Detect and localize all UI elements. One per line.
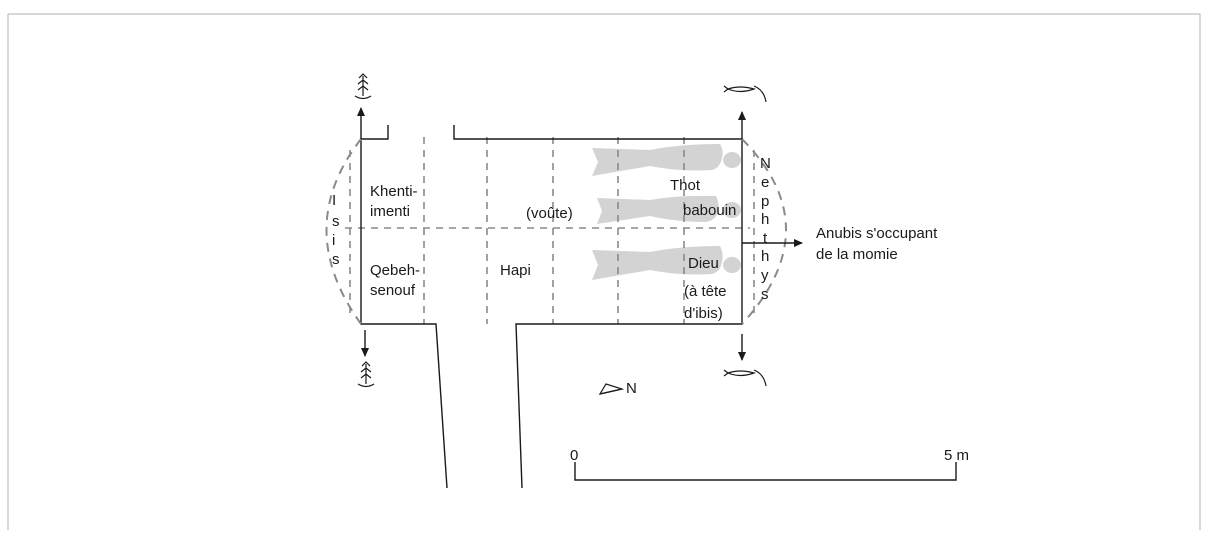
nephthys-label: N e p h t h y s [760,155,771,303]
hapi-label: Hapi [500,262,531,279]
isis-arc [325,138,362,325]
anubis-line-1: Anubis s'occupant [816,225,938,242]
arrows [357,107,803,361]
isis-letter-4: s [332,251,340,268]
dieu-line-1: Dieu [688,255,719,272]
qebehsenouf-line-2: senouf [370,282,416,299]
isis-label: I s i s [332,192,340,268]
nephthys-letter-3: p [761,193,769,210]
khentimenti-line-1: Khenti- [370,183,418,200]
dieu-line-2: (à tête [684,283,727,300]
nephthys-letter-7: y [761,267,769,284]
nephthys-arc [741,138,787,325]
north-arrow-icon [598,383,625,395]
nephthys-letter-2: e [761,174,769,191]
figure-bottom [592,246,723,280]
figure-middle [597,195,719,224]
dieu-line-3: d'ibis) [684,305,723,322]
wall-right-entrance [453,125,743,489]
scale-bar: 0 5 m [570,447,969,481]
thot-line-1: Thot [670,177,701,194]
thot-line-2: babouin [683,202,736,219]
nephthys-letter-6: h [761,248,769,265]
painted-figures [592,144,741,280]
scale-bar-line [574,462,957,481]
chamber-walls [360,125,743,489]
isis-letter-2: s [332,213,340,230]
isis-letter-3: i [332,232,335,249]
scale-start-label: 0 [570,447,578,464]
nephthys-letter-1: N [760,155,771,172]
figure-middle-head [723,202,741,218]
scale-end-label: 5 m [944,447,969,464]
nephthys-letter-4: h [761,211,769,228]
nephthys-letter-8: s [761,286,769,303]
wall-left-entrance [360,125,448,489]
frame-border [7,13,1201,530]
voute-label: (voûte) [526,205,573,222]
khentimenti-line-2: imenti [370,203,410,220]
fish-glyph-top-icon [723,85,767,103]
plant-glyph-top-icon [354,73,372,100]
isis-letter-1: I [332,192,336,209]
figure-top-head [723,152,741,168]
qebehsenouf-line-1: Qebeh- [370,262,420,279]
anubis-line-2: de la momie [816,246,898,263]
figure-bottom-head [723,257,741,273]
north-label: N [626,380,637,397]
figure-top [592,144,723,176]
dashed-grid [345,137,750,324]
plant-glyph-bottom-icon [357,361,375,388]
fish-glyph-bottom-icon [723,369,767,387]
nephthys-letter-5: t [763,230,768,247]
